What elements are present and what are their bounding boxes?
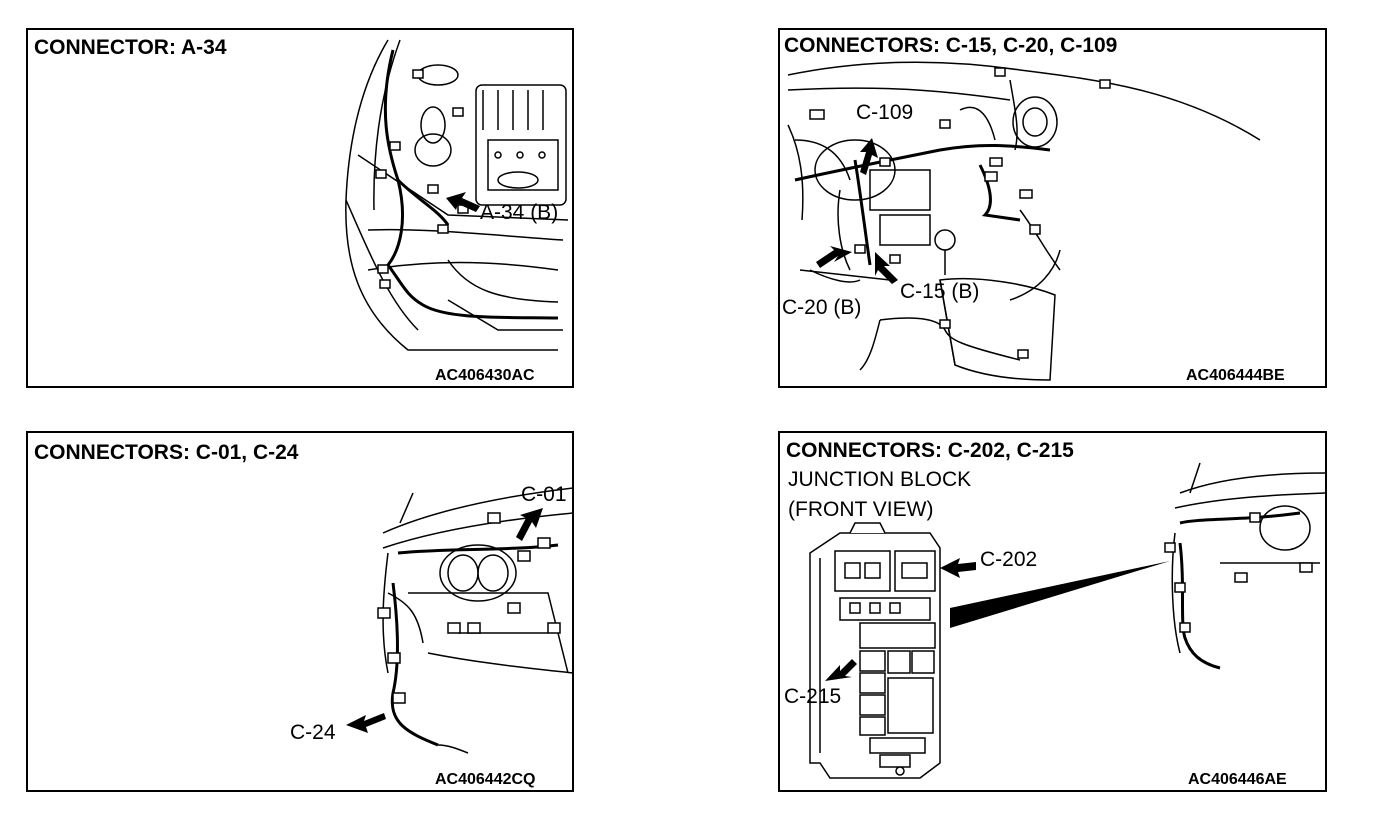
callout-c15: C-15 (B)	[900, 280, 980, 303]
callout-c01: C-01	[521, 483, 567, 506]
arrow-c20	[816, 246, 852, 268]
dashboard-left-illustration	[346, 433, 574, 792]
panel-connectors-c15-c20-c109: CONNECTORS: C-15, C-20, C-109 C-109 C-15…	[778, 28, 1327, 388]
figure-code: AC406442CQ	[435, 771, 536, 788]
panel-title: CONNECTORS: C-202, C-215	[786, 439, 1074, 462]
callout-c109: C-109	[856, 101, 914, 124]
engine-bay-illustration	[28, 30, 574, 388]
callout-c215: C-215	[784, 685, 842, 708]
panel-title: CONNECTORS: C-01, C-24	[34, 441, 299, 464]
panel-connectors-c202-c215: CONNECTORS: C-202, C-215 JUNCTION BLOCK …	[778, 431, 1327, 792]
arrow-c01	[516, 508, 543, 541]
panel-title: CONNECTOR: A-34	[34, 36, 227, 59]
arrow-a34	[446, 192, 480, 212]
arrow-c15	[875, 252, 898, 284]
dashboard-harness-illustration	[780, 30, 1327, 388]
panel-title: CONNECTORS: C-15, C-20, C-109	[784, 34, 1118, 57]
figure-code: AC406430AC	[435, 367, 535, 384]
panel-subtitle-junction-block: JUNCTION BLOCK	[788, 468, 972, 491]
arrow-c215	[825, 659, 857, 681]
arrow-c24	[346, 713, 386, 733]
panel-connector-a34: CONNECTOR: A-34 A-34 (B) AC406430AC	[26, 28, 574, 388]
panel-connectors-c01-c24: CONNECTORS: C-01, C-24 C-01 C-24 AC40644…	[26, 431, 574, 792]
panel-subtitle-front-view: (FRONT VIEW)	[788, 498, 934, 521]
callout-c20: C-20 (B)	[782, 296, 862, 319]
figure-code: AC406446AE	[1188, 771, 1287, 788]
junction-block-illustration	[780, 433, 1327, 792]
callout-c24: C-24	[290, 721, 336, 744]
figure-code: AC406444BE	[1186, 367, 1285, 384]
callout-c202: C-202	[980, 548, 1038, 571]
arrow-c202	[940, 558, 976, 578]
callout-a34: A-34 (B)	[480, 201, 559, 224]
arrow-c109	[860, 138, 878, 175]
